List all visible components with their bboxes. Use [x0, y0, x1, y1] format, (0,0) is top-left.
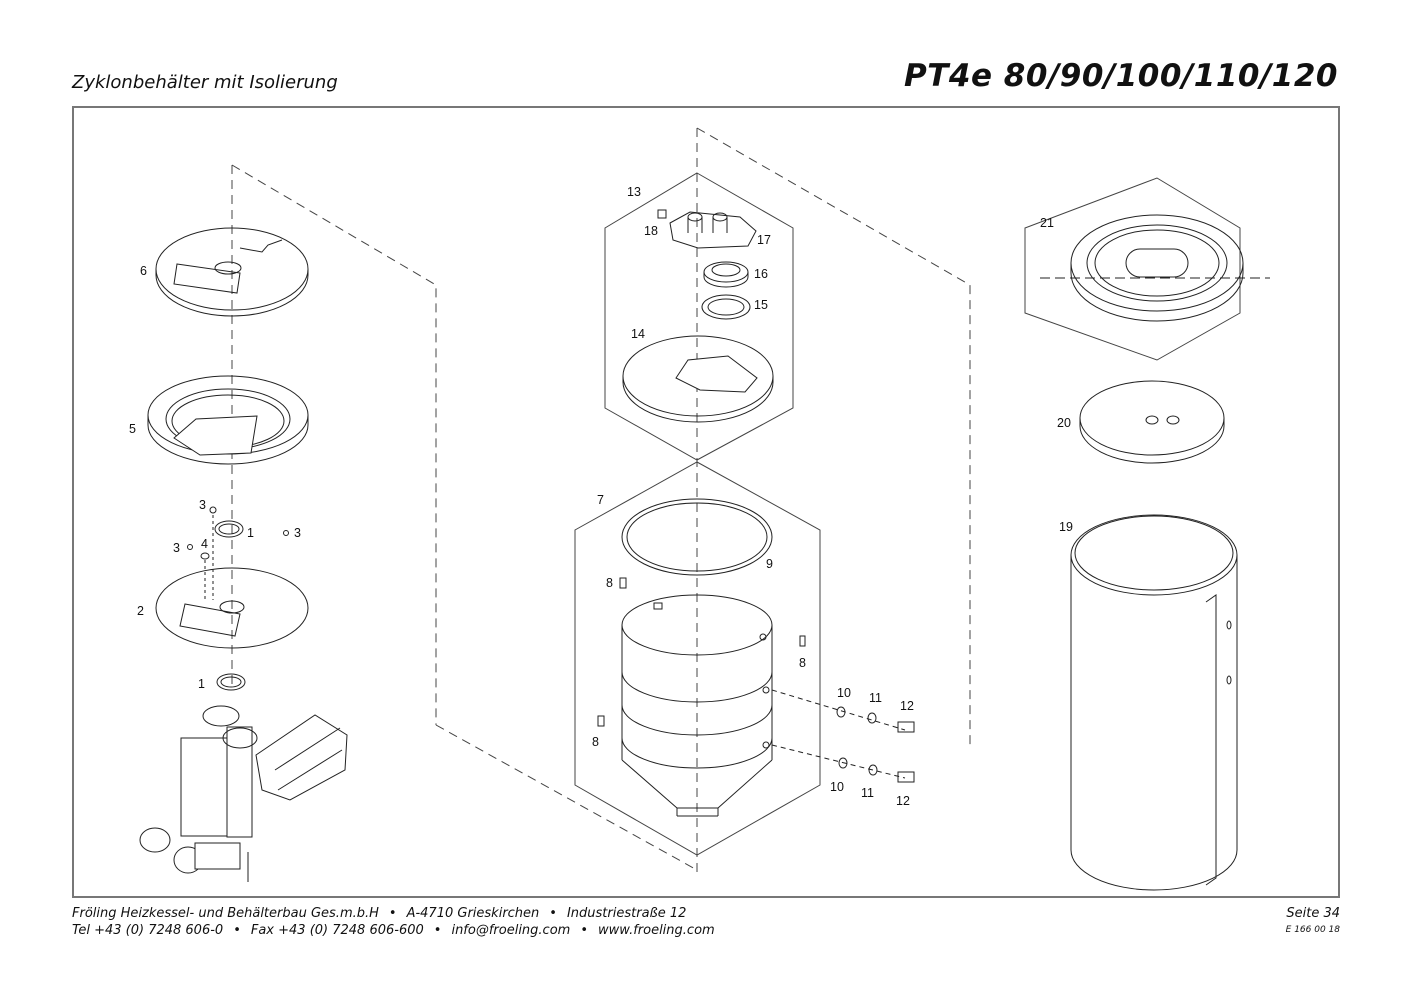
drawing-frame	[72, 106, 1340, 898]
footer-page-info: Seite 34 E 166 00 18	[1286, 905, 1340, 939]
phone-number: Tel +43 (0) 7248 606-0	[72, 923, 224, 938]
page-number: Seite 34	[1286, 906, 1340, 921]
callout-labels: 6 5 3 1 3 3 4 2 1 13 18 17 16 15 14 7 9 …	[129, 185, 1073, 808]
callout-6: 6	[140, 264, 147, 278]
callout-12a: 12	[900, 699, 914, 713]
part-16-ring	[703, 261, 749, 288]
part-19-mantle	[1070, 514, 1238, 891]
footer-line-1: Fröling Heizkessel- und Behälterbau Ges.…	[72, 905, 715, 922]
callout-19: 19	[1059, 520, 1073, 534]
part-14-plate	[622, 335, 774, 423]
callout-16: 16	[754, 267, 768, 281]
left-assembly-outline	[231, 164, 437, 725]
callout-17: 17	[757, 233, 771, 247]
callout-9: 9	[766, 557, 773, 571]
part-9-seal	[621, 498, 773, 576]
callout-7: 7	[597, 493, 604, 507]
bullet: •	[388, 906, 397, 921]
part-20-disc	[1079, 380, 1225, 464]
company-name: Fröling Heizkessel- und Behälterbau Ges.…	[72, 906, 379, 921]
bullet: •	[433, 923, 442, 938]
callout-20: 20	[1057, 416, 1071, 430]
hopper-body	[621, 594, 773, 817]
middle-assembly-outline	[435, 127, 971, 875]
footer-contact: Fröling Heizkessel- und Behälterbau Ges.…	[72, 905, 715, 939]
top-cover-hexagon	[604, 172, 794, 461]
callout-11a: 11	[869, 691, 882, 705]
part-8-clips	[597, 577, 806, 727]
page-title: PT4e 80/90/100/110/120	[904, 58, 1338, 94]
callout-3a: 3	[199, 498, 206, 512]
part-2-plate	[155, 515, 309, 649]
callout-14: 14	[631, 327, 645, 341]
part-5-ring	[147, 375, 309, 465]
callout-10b: 10	[830, 780, 844, 794]
bullet: •	[233, 923, 241, 938]
small-fasteners	[187, 506, 289, 691]
callout-12b: 12	[896, 794, 910, 808]
part-17-cover	[657, 209, 757, 249]
website: www.froeling.com	[598, 923, 715, 938]
callout-8b: 8	[799, 656, 806, 670]
drive-unit	[139, 705, 348, 882]
callout-5: 5	[129, 422, 136, 436]
callout-8c: 8	[592, 735, 599, 749]
hopper-hexagon	[574, 461, 821, 856]
callout-3c: 3	[173, 541, 180, 555]
callout-10a: 10	[837, 686, 851, 700]
part-15-ring	[701, 294, 751, 320]
document-number: E 166 00 18	[1285, 925, 1340, 935]
right-top-hexagon	[1024, 177, 1241, 361]
page-subtitle: Zyklonbehälter mit Isolierung	[72, 72, 338, 93]
callout-15: 15	[754, 298, 768, 312]
fax-number: Fax +43 (0) 7248 606-600	[250, 923, 424, 938]
callout-18: 18	[644, 224, 658, 238]
part-21-insulation-lid	[1040, 214, 1270, 322]
callout-2: 2	[137, 604, 144, 618]
company-street: Industriestraße 12	[566, 906, 687, 921]
fittings-upper	[771, 689, 915, 733]
callout-11b: 11	[861, 786, 874, 800]
company-address: A-4710 Grieskirchen	[406, 906, 540, 921]
bullet: •	[549, 906, 557, 921]
callout-4: 4	[201, 537, 208, 551]
callout-8a: 8	[606, 576, 613, 590]
footer-line-2: Tel +43 (0) 7248 606-0 • Fax +43 (0) 7248 …	[72, 922, 715, 939]
bullet: •	[580, 923, 588, 938]
callout-13: 13	[627, 185, 641, 199]
callout-21: 21	[1040, 216, 1054, 230]
email-address: info@froeling.com	[451, 923, 571, 938]
callout-1a: 1	[247, 526, 254, 540]
part-6-lid	[155, 227, 309, 317]
callout-3b: 3	[294, 526, 301, 540]
callout-1b: 1	[198, 677, 205, 691]
fittings-lower	[771, 744, 915, 783]
